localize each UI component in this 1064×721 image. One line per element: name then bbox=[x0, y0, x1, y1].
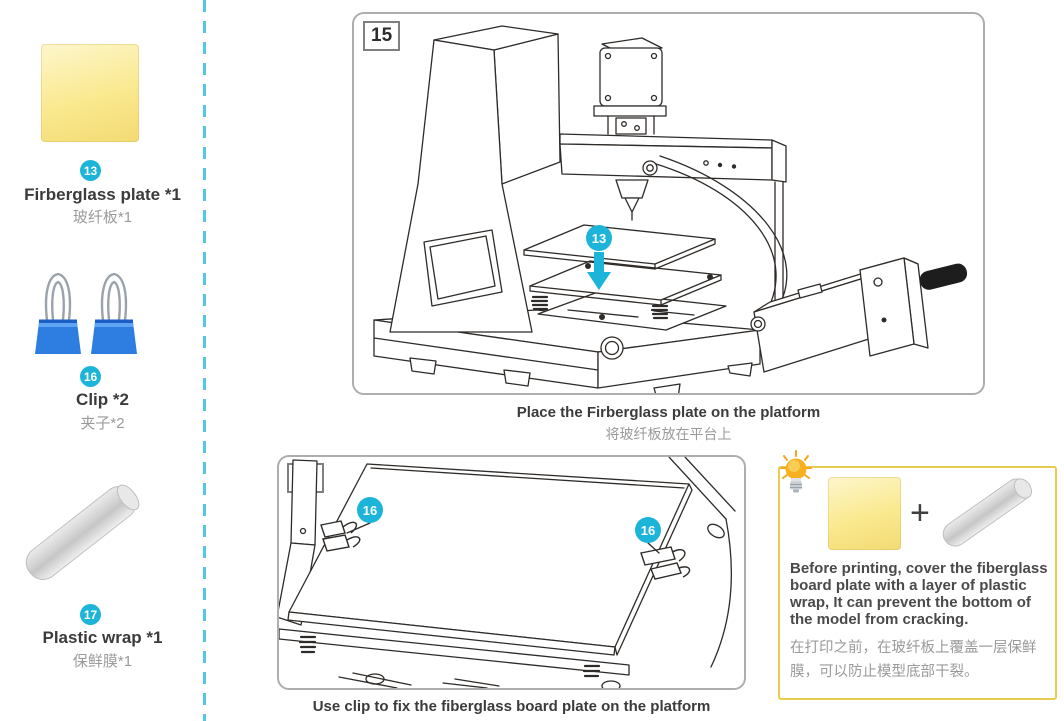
plastic-wrap-image bbox=[19, 479, 143, 587]
part-badge-16: 16 bbox=[80, 366, 101, 387]
tip-plus-sign: + bbox=[910, 494, 930, 532]
part-name-zh: 玻纤板*1 bbox=[72, 209, 133, 226]
part-name: Clip *2 bbox=[76, 390, 129, 409]
platform-clip-illustration: 16 16 bbox=[279, 457, 736, 688]
part-name: Firberglass plate *1 bbox=[24, 185, 181, 204]
tip-lightbulb-icon bbox=[780, 450, 812, 493]
part-badge-17: 17 bbox=[80, 604, 101, 625]
tip-text-zh: 在打印之前，在玻纤板上覆盖一层保鲜膜，可以防止模型底部干裂。 bbox=[790, 640, 1037, 680]
part-badge-13: 13 bbox=[80, 160, 101, 181]
step-15-number: 15 bbox=[363, 21, 401, 51]
parts-sidebar: 13 Firberglass plate *1 玻纤板*1 bbox=[0, 0, 205, 721]
dashed-divider bbox=[203, 0, 206, 721]
step-16-panel: 16 bbox=[277, 455, 746, 690]
tip-fiberglass-plate-image bbox=[828, 477, 901, 550]
printer-illustration: 13 bbox=[373, 25, 968, 393]
callout-badge-16a: 16 bbox=[363, 503, 377, 518]
callout-badge-13: 13 bbox=[592, 231, 606, 246]
tip-text: Before printing, cover the fiberglass bo… bbox=[790, 560, 1048, 628]
step-15-panel: 15 bbox=[352, 12, 985, 395]
step-15-caption: Place the Firberglass plate on the platf… bbox=[516, 404, 821, 421]
step-16-caption: Use clip to fix the fiberglass board pla… bbox=[312, 698, 711, 715]
part-name: Plastic wrap *1 bbox=[42, 628, 163, 647]
part-name-zh: 夹子*2 bbox=[80, 415, 125, 432]
fiberglass-plate-image bbox=[41, 44, 139, 142]
callout-badge-16b: 16 bbox=[641, 523, 655, 538]
step-15-caption-zh: 将玻纤板放在平台上 bbox=[605, 426, 732, 442]
binder-clips-image bbox=[34, 266, 144, 358]
part-name-zh: 保鲜膜*1 bbox=[72, 653, 133, 670]
